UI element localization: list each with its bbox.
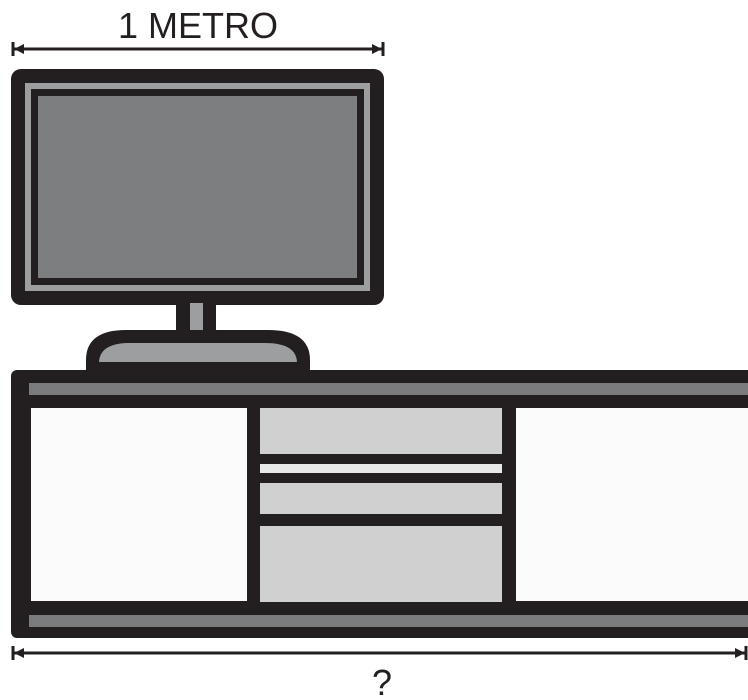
tv-cabinet [11,370,748,638]
cabinet-bottom-trim [29,615,748,627]
drawer-bottom [260,526,502,602]
cabinet-width-dimension-line [13,646,746,660]
drawer-middle [260,483,502,514]
tv-screen [38,96,357,278]
tv-width-label: 1 METRO [118,8,278,44]
cabinet-top-trim [29,383,748,395]
television [11,69,384,372]
cabinet-width-label: ? [372,665,392,700]
right-door [516,408,748,601]
tv-neck-inner [190,303,203,332]
drawer-strip [260,464,502,473]
drawer-top [260,408,502,454]
left-door [31,408,247,601]
tv-stand-inner [99,343,297,362]
